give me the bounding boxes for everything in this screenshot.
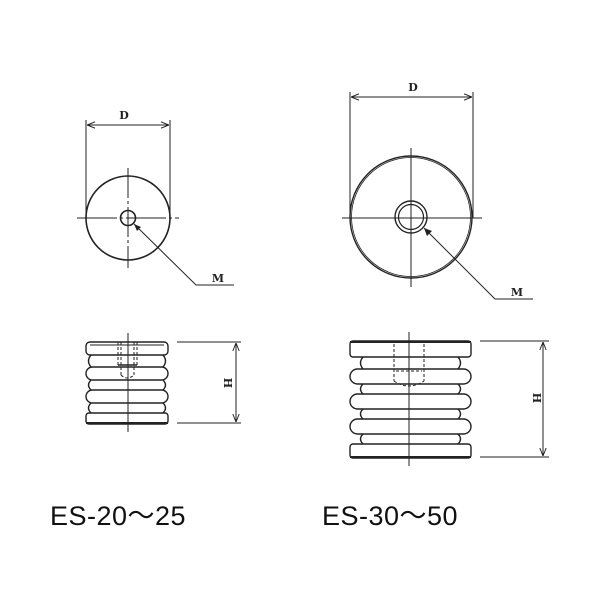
left-side-view bbox=[85, 333, 241, 432]
left-thread-label: M bbox=[212, 272, 224, 285]
right-thread-label: M bbox=[511, 286, 523, 299]
left-top-view bbox=[77, 120, 234, 286]
right-thread-leader bbox=[423, 227, 533, 300]
right-model-label: ES-30～50 bbox=[322, 501, 459, 531]
right-height-label: H bbox=[530, 393, 543, 403]
right-side-view bbox=[349, 332, 549, 466]
right-top-view bbox=[342, 92, 533, 300]
left-thread-leader bbox=[133, 223, 234, 286]
right-diameter-label: D bbox=[408, 81, 418, 94]
left-model-label: ES-20～25 bbox=[50, 501, 187, 531]
left-height-label: H bbox=[221, 378, 234, 388]
left-diameter-label: D bbox=[119, 109, 129, 122]
